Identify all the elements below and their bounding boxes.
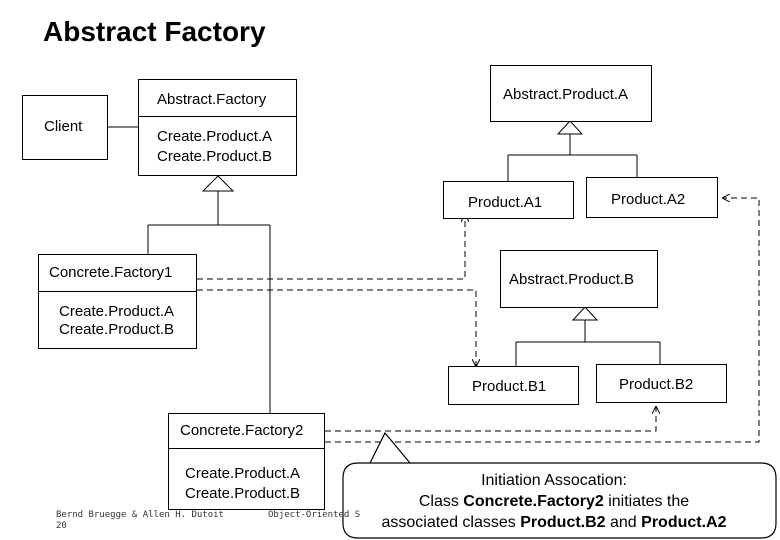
factory-inheritance-lines: [147, 191, 271, 413]
callout-line3: associated classes Product.B2 and Produc…: [381, 514, 727, 531]
product-b-inheritance-lines: [515, 320, 661, 370]
cf2-to-product-a2-dependency: [325, 198, 760, 443]
abstract-product-b-class: Abstract.Product.B: [500, 250, 658, 308]
cf1-to-product-a1-dependency: [197, 215, 465, 280]
product-b2-class: Product.B2: [596, 364, 727, 403]
footer-course: Object-Oriented S: [268, 510, 361, 520]
product-b2-label: Product.B2: [619, 376, 694, 393]
concrete-factory1-op-b: Create.Product.B: [59, 321, 175, 338]
abstract-product-a-label: Abstract.Product.A: [503, 86, 629, 103]
client-class: Client: [22, 95, 108, 160]
product-a1-class: Product.A1: [443, 181, 574, 219]
abstract-factory-op-a: Create.Product.A: [157, 128, 273, 145]
callout-bubble: [342, 431, 777, 539]
diagram-title: Abstract Factory: [43, 16, 266, 47]
abstract-factory-label: Abstract.Factory: [157, 91, 267, 108]
abstract-factory-class: Abstract.Factory Create.Product.A Create…: [138, 79, 297, 176]
product-a1-label: Product.A1: [468, 194, 543, 211]
concrete-factory2-class: Concrete.Factory2 Create.Product.A Creat…: [168, 413, 325, 510]
footer-authors-text: Bernd Bruegge & Allen H. Dutoit: [56, 510, 224, 520]
concrete-factory1-class: Concrete.Factory1 Create.Product.A Creat…: [38, 254, 197, 349]
abstract-factory-op-b: Create.Product.B: [157, 148, 273, 165]
callout-product-a2: Product.A2: [641, 514, 727, 531]
product-a2-class: Product.A2: [586, 177, 718, 218]
concrete-factory2-op-b: Create.Product.B: [185, 485, 301, 502]
concrete-factory1-label: Concrete.Factory1: [49, 264, 173, 281]
client-label: Client: [44, 118, 83, 135]
callout-line1: Initiation Assocation:: [481, 472, 627, 489]
footer-authors: Bernd Bruegge & Allen H. Dutoit 20: [56, 510, 224, 532]
concrete-factory1-op-a: Create.Product.A: [59, 303, 175, 320]
cf2-to-product-b2-dependency: [325, 407, 656, 432]
product-a-inheritance-triangle: [556, 120, 584, 135]
callout-text: Initiation Assocation: Class Concrete.Fa…: [349, 470, 759, 533]
callout-class-name: Concrete.Factory2: [463, 493, 604, 510]
callout-product-b2: Product.B2: [520, 514, 606, 531]
footer-page-number: 20: [56, 521, 67, 531]
product-a2-label: Product.A2: [611, 191, 686, 208]
abstract-product-a-class: Abstract.Product.A: [490, 65, 652, 122]
product-b1-class: Product.B1: [448, 366, 579, 405]
concrete-factory2-op-a: Create.Product.A: [185, 465, 301, 482]
concrete-factory2-label: Concrete.Factory2: [180, 422, 304, 439]
product-b1-label: Product.B1: [472, 378, 547, 395]
callout-line2: Class Concrete.Factory2 initiates the: [418, 493, 690, 510]
cf1-to-product-b1-dependency: [197, 289, 476, 366]
product-b-inheritance-triangle: [571, 306, 599, 321]
abstract-product-b-label: Abstract.Product.B: [509, 271, 635, 288]
factory-inheritance-triangle: [201, 175, 235, 192]
product-a-inheritance-lines: [507, 134, 638, 185]
